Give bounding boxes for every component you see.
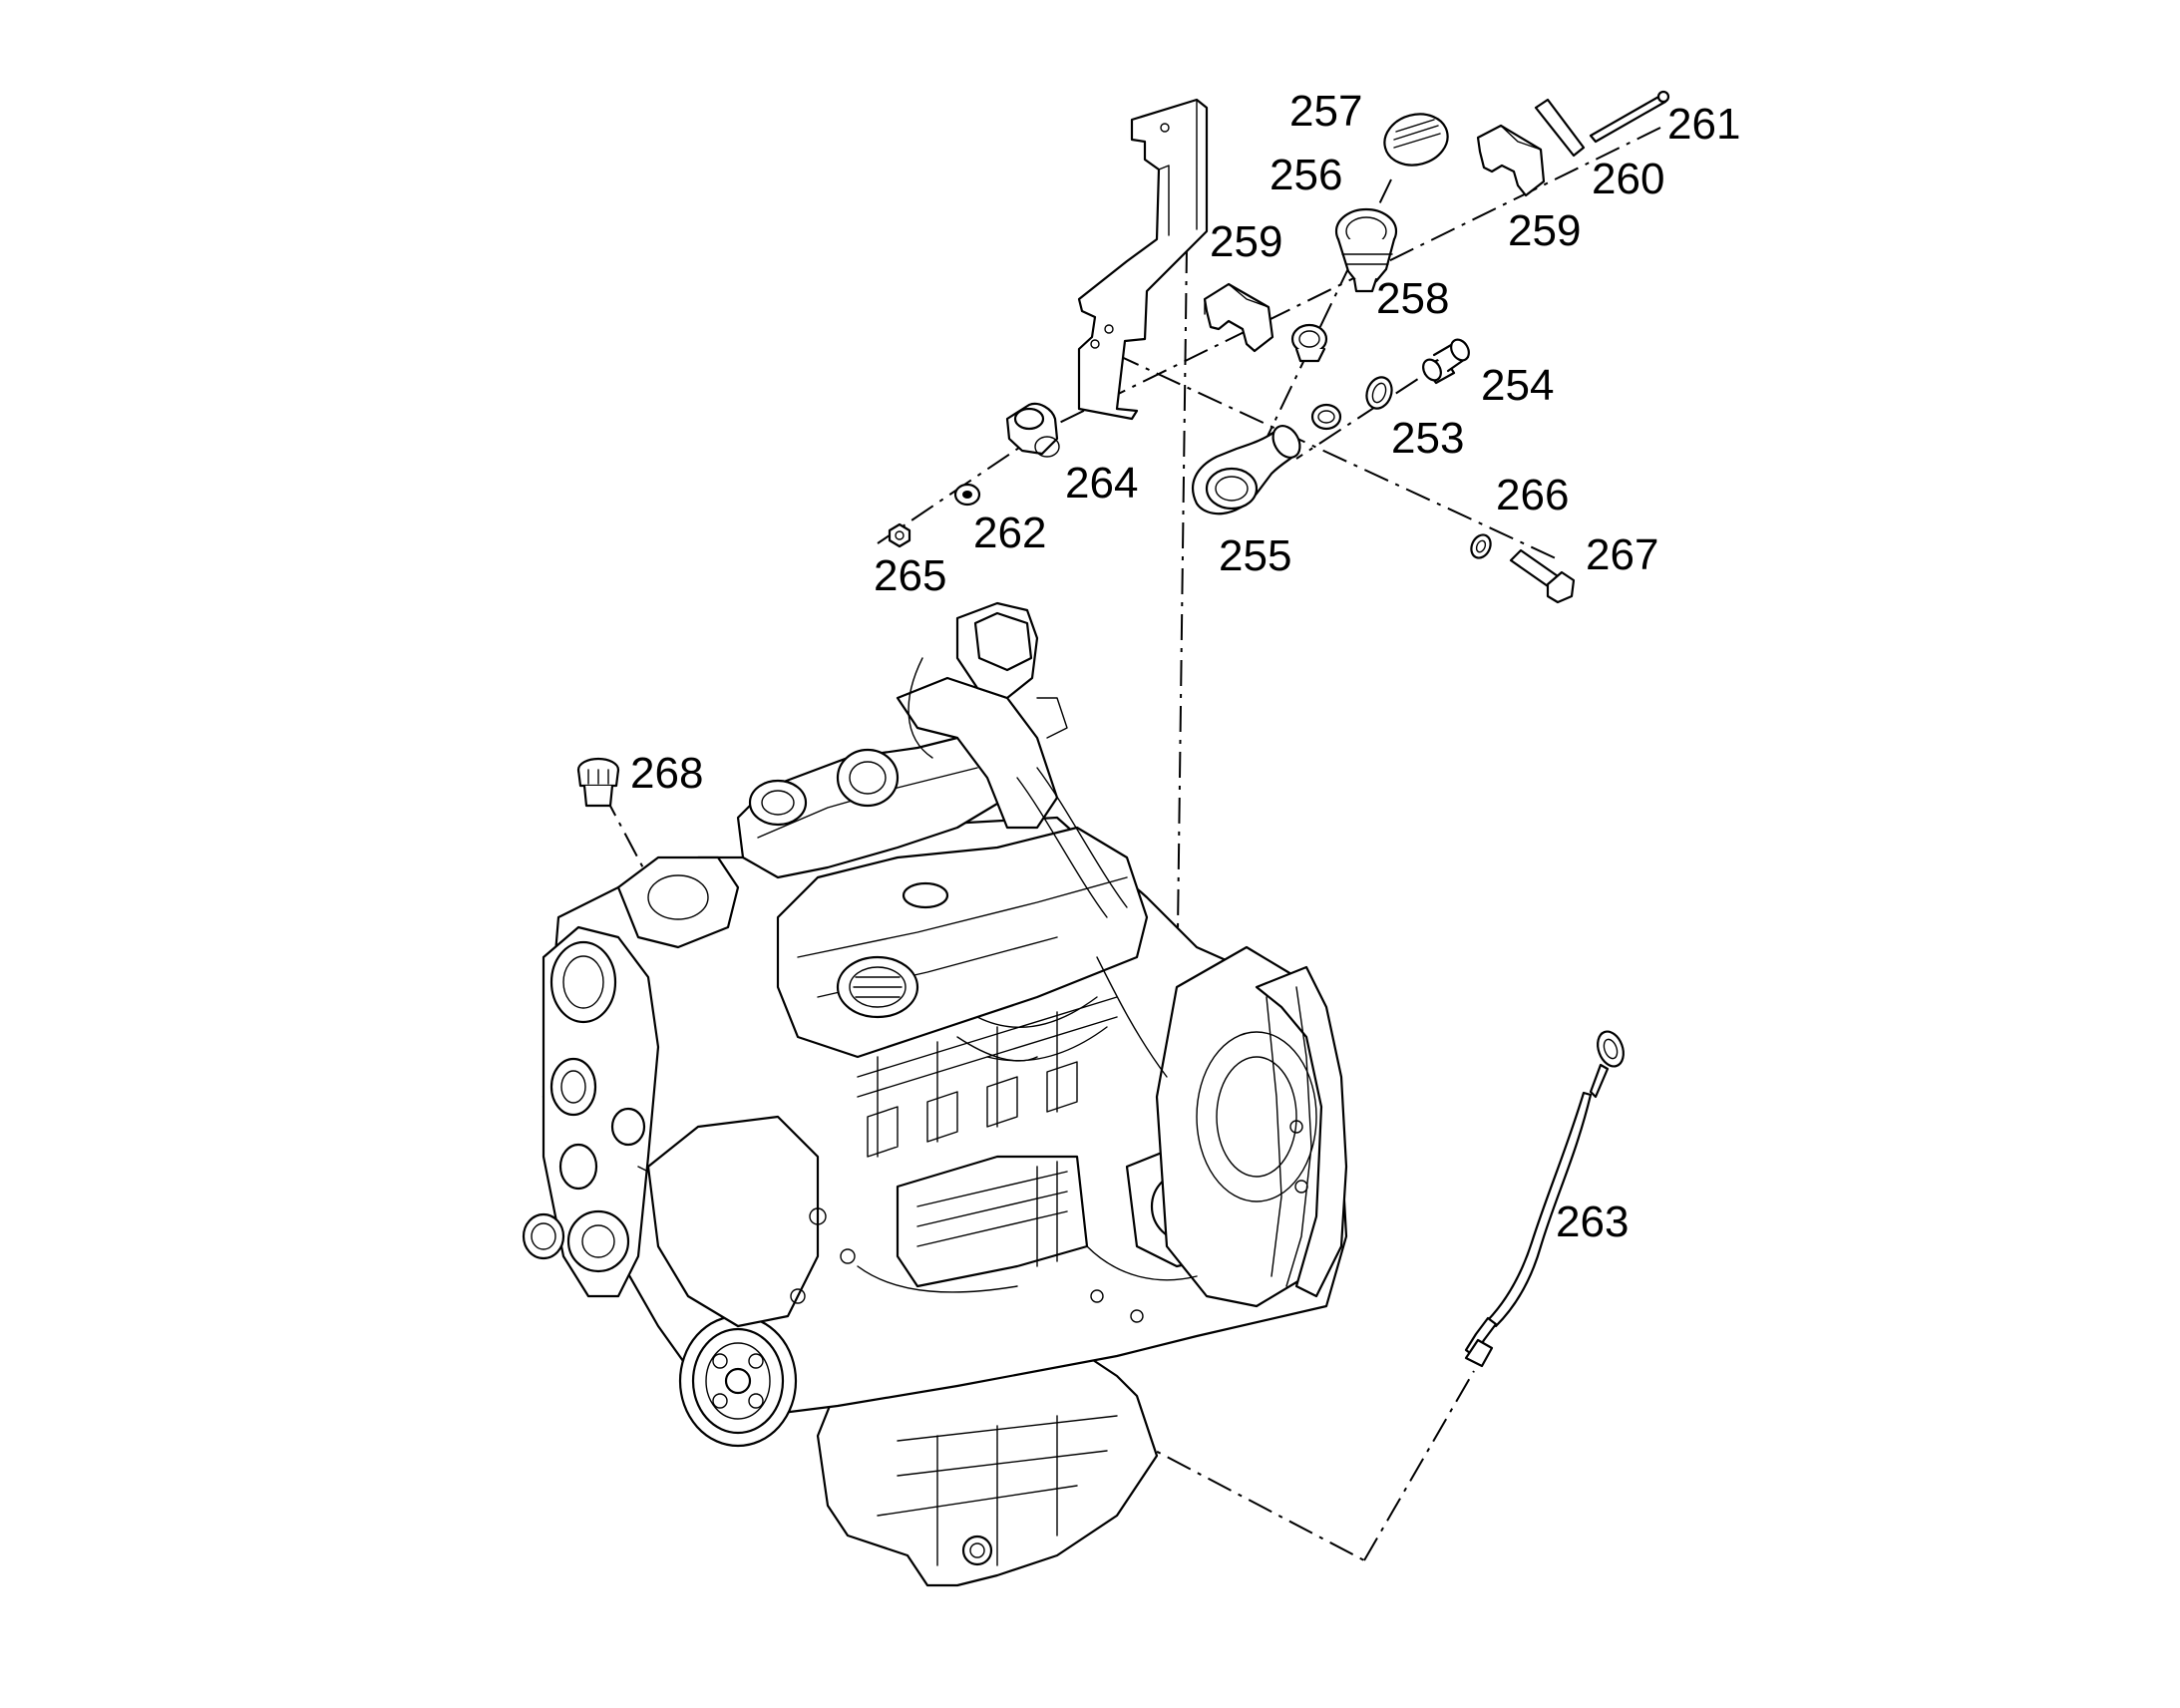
callout-265: 265	[874, 551, 946, 600]
plate-260	[1534, 98, 1586, 158]
clamp-259-left	[1203, 282, 1274, 353]
plug-268	[576, 757, 620, 808]
callout-258: 258	[1376, 274, 1449, 323]
callout-266: 266	[1496, 471, 1569, 519]
hose-clamp-258	[1290, 323, 1328, 363]
o-ring-253	[1365, 376, 1393, 410]
callout-257: 257	[1289, 87, 1362, 136]
callout-259-right: 259	[1508, 206, 1581, 255]
callout-267: 267	[1586, 530, 1658, 579]
pin-261	[1589, 90, 1670, 144]
callout-255: 255	[1219, 531, 1291, 580]
breather-264	[1005, 402, 1060, 458]
callout-254: 254	[1481, 361, 1554, 410]
fitting-254	[1422, 338, 1470, 385]
dipstick-263	[1464, 1030, 1625, 1368]
bolt-267	[1509, 548, 1576, 604]
callout-263: 263	[1556, 1197, 1629, 1246]
mounting-bracket	[1077, 98, 1209, 421]
nut-265	[888, 522, 911, 548]
callout-256: 256	[1270, 151, 1342, 199]
hose-255	[1192, 425, 1301, 515]
clamp-259-right	[1476, 124, 1546, 197]
callout-262: 262	[973, 509, 1046, 557]
hose-clamp-lower	[1310, 403, 1342, 431]
filler-cap-257	[1383, 113, 1449, 167]
callout-261: 261	[1667, 100, 1740, 149]
engine-assembly	[522, 601, 1348, 1587]
callout-264: 264	[1065, 459, 1138, 508]
callout-259-left: 259	[1210, 217, 1282, 266]
callout-253: 253	[1391, 414, 1464, 463]
callout-268: 268	[630, 749, 703, 798]
washer-262	[953, 483, 981, 507]
washer-266	[1470, 533, 1492, 559]
callout-labels: 257 256 259 258 261 260 259 254 253 264 …	[630, 87, 1740, 1246]
callout-260: 260	[1592, 155, 1664, 203]
filler-neck-256	[1334, 207, 1398, 293]
